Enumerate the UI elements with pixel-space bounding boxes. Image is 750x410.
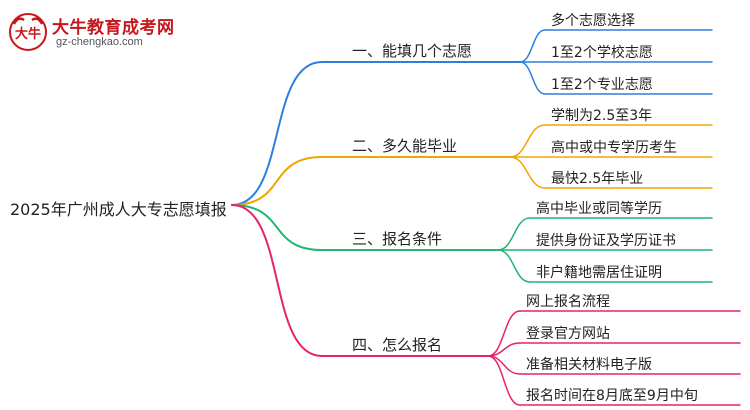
branch-connector	[231, 204, 323, 251]
leaf-label: 最快2.5年毕业	[551, 171, 644, 187]
branch-connector	[231, 61, 323, 206]
leaf-connector	[487, 355, 521, 375]
leaf-label: 高中或中专学历考生	[551, 140, 677, 156]
branch-label: 二、多久能毕业	[352, 137, 458, 155]
leaf-connector	[509, 156, 546, 189]
leaf-label: 1至2个学校志愿	[551, 45, 653, 61]
logo-mark-text: 大牛	[15, 26, 41, 42]
branch-connector	[231, 204, 323, 357]
leaf-label: 网上报名流程	[526, 294, 610, 310]
leaf-connector	[519, 61, 546, 95]
leaf-connector	[519, 29, 546, 63]
leaf-label: 1至2个专业志愿	[551, 77, 653, 93]
leaf-label: 提供身份证及学历证书	[536, 233, 676, 249]
leaf-connector	[487, 310, 521, 357]
branch-label: 三、报名条件	[352, 230, 443, 248]
leaf-label: 报名时间在8月底至9月中旬	[526, 388, 698, 404]
leaf-connector	[509, 124, 546, 158]
logo-url: gz-chengkao.com	[56, 36, 143, 48]
leaf-label: 多个志愿选择	[551, 13, 635, 29]
leaf-label: 准备相关材料电子版	[526, 357, 652, 373]
branch-connector	[231, 156, 323, 206]
site-logo[interactable]: 大牛 大牛教育成考网 gz-chengkao.com	[8, 10, 178, 54]
leaf-label: 高中毕业或同等学历	[536, 201, 662, 217]
branch-label: 四、怎么报名	[352, 336, 443, 354]
leaf-connector	[497, 249, 531, 283]
mindmap-root-label: 2025年广州成人大专志愿填报	[10, 200, 227, 219]
logo-title: 大牛教育成考网	[52, 18, 175, 38]
leaf-connector	[487, 355, 521, 406]
leaf-label: 学制为2.5至3年	[551, 108, 653, 124]
leaf-connector	[497, 217, 531, 251]
leaf-label: 登录官方网站	[526, 326, 610, 342]
branch-label: 一、能填几个志愿	[352, 42, 473, 60]
ox-logo-icon: 大牛	[9, 13, 47, 51]
leaf-label: 非户籍地需居住证明	[536, 265, 662, 281]
